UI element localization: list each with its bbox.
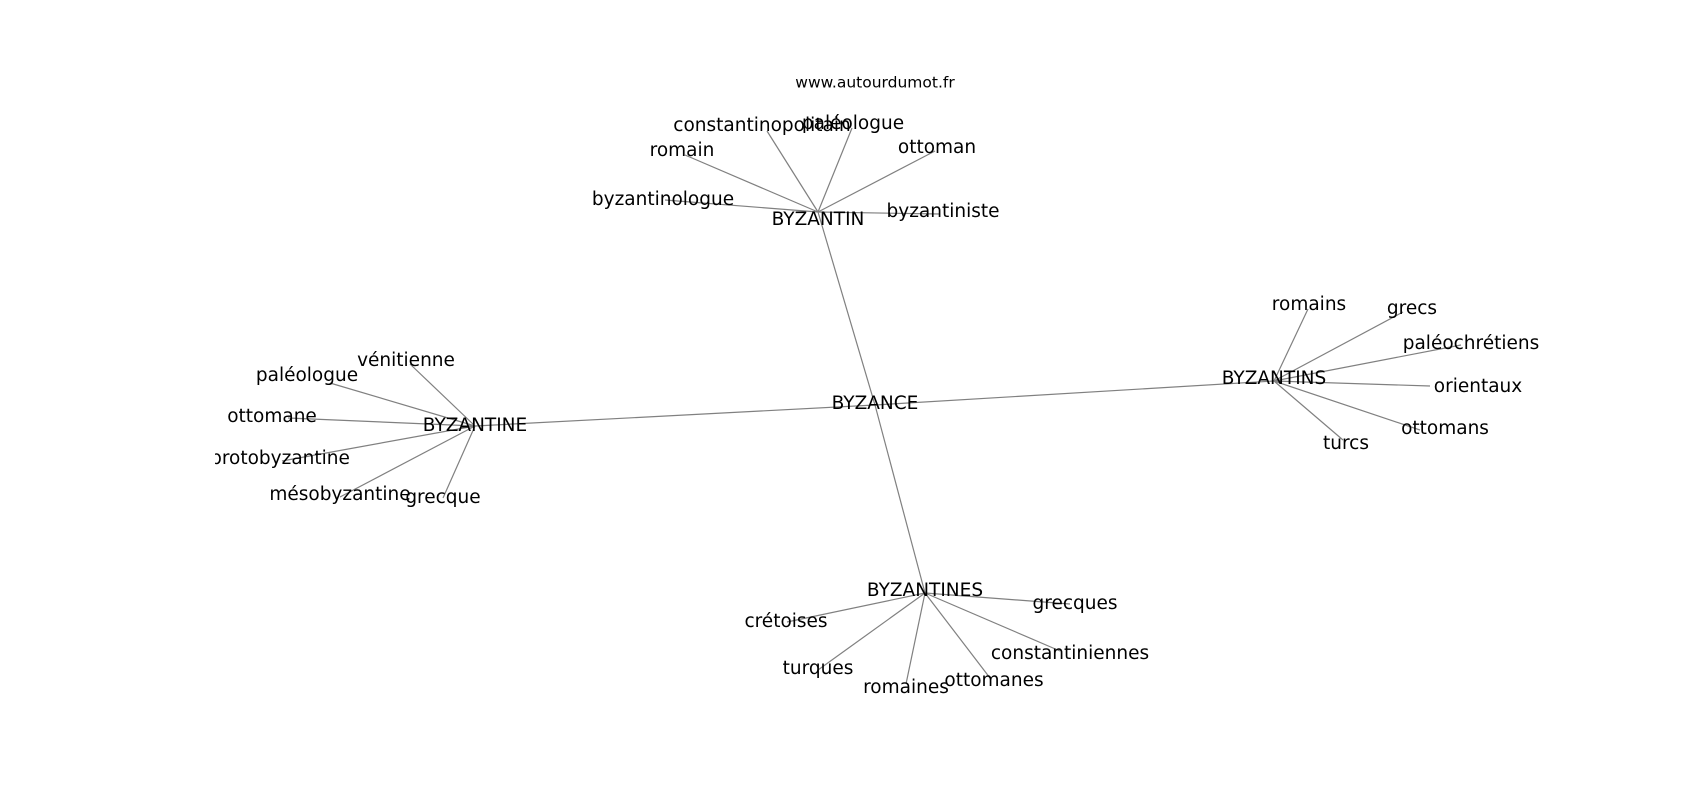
edge-center-3 bbox=[874, 404, 926, 594]
edge-byzantines-22 bbox=[786, 592, 926, 623]
edge-center-1 bbox=[474, 404, 876, 427]
word-byzantine-grecque: grecque bbox=[405, 487, 480, 508]
word-byzantin-romain: romain bbox=[650, 140, 715, 161]
hub-byzantine: BYZANTINE bbox=[423, 415, 527, 436]
edge-byzantin-6 bbox=[684, 154, 819, 213]
edge-byzantin-7 bbox=[817, 150, 936, 213]
edge-byzantin-4 bbox=[766, 130, 819, 213]
edge-byzantins-17 bbox=[1273, 311, 1404, 382]
edge-byzantin-9 bbox=[817, 211, 941, 215]
edge-byzantines-25 bbox=[924, 592, 1061, 652]
edge-byzantine-14 bbox=[339, 425, 476, 498]
word-byzantin-byzantinologue: byzantinologue bbox=[592, 189, 734, 210]
word-byzantins-turcs: turcs bbox=[1323, 433, 1369, 454]
edge-byzantines-23 bbox=[924, 592, 1071, 605]
word-byzantin-paleologue: paléologue bbox=[802, 113, 904, 134]
word-byzantine-mesobyzantine: mésobyzantine bbox=[269, 484, 410, 505]
edge-byzantins-19 bbox=[1273, 380, 1431, 387]
edge-byzantins-16 bbox=[1273, 308, 1309, 382]
word-byzantins-orientaux: orientaux bbox=[1434, 376, 1522, 397]
word-byzantines-grecques: grecques bbox=[1033, 593, 1118, 614]
word-byzantines-cretoises: crétoises bbox=[744, 611, 827, 632]
hub-byzantines: BYZANTINES bbox=[867, 580, 983, 601]
edge-byzantines-24 bbox=[817, 592, 926, 671]
word-byzantins-romains: romains bbox=[1272, 294, 1346, 315]
word-byzantin-constantinopolitain: constantinopolitain bbox=[673, 115, 850, 136]
edge-byzantine-10 bbox=[409, 363, 476, 427]
word-byzantins-paleochretiens: paléochrétiens bbox=[1403, 333, 1540, 354]
edge-byzantine-11 bbox=[329, 382, 476, 427]
word-byzantine-venitienne: vénitienne bbox=[357, 350, 455, 371]
hub-byzantin: BYZANTIN bbox=[772, 209, 865, 230]
edge-center-2 bbox=[874, 380, 1275, 406]
edge-byzantines-26 bbox=[905, 592, 926, 685]
word-byzantines-romaines: romaines bbox=[863, 677, 949, 698]
center-node: BYZANCE bbox=[832, 393, 919, 414]
word-byzantines-turques: turques bbox=[783, 658, 854, 679]
edge-center-0 bbox=[817, 211, 876, 406]
edge-byzantins-18 bbox=[1273, 344, 1462, 382]
word-byzantine-paleologue: paléologue bbox=[256, 365, 358, 386]
edge-byzantins-21 bbox=[1273, 380, 1344, 441]
edges bbox=[281, 127, 1462, 685]
edge-byzantine-12 bbox=[287, 417, 476, 427]
word-byzantine-protobyzantine: protobyzantine bbox=[210, 448, 350, 469]
word-byzantines-ottomanes: ottomanes bbox=[944, 670, 1043, 691]
word-byzantin-byzantiniste: byzantiniste bbox=[887, 201, 1000, 222]
edge-byzantine-15 bbox=[442, 425, 476, 499]
word-byzantine-ottomane: ottomane bbox=[227, 406, 317, 427]
node-labels: BYZANCE BYZANTIN constantinopolitain pal… bbox=[210, 113, 1540, 698]
edge-byzantines-27 bbox=[924, 592, 991, 679]
word-byzantins-ottomans: ottomans bbox=[1401, 418, 1489, 439]
edge-byzantine-13 bbox=[281, 425, 476, 462]
hub-byzantins: BYZANTINS bbox=[1222, 368, 1327, 389]
edge-byzantin-5 bbox=[817, 127, 853, 213]
edge-byzantin-8 bbox=[664, 199, 819, 213]
source-label: www.autourdumot.fr bbox=[795, 74, 955, 92]
word-byzantines-constantiniennes: constantiniennes bbox=[991, 643, 1149, 664]
word-byzantin-ottoman: ottoman bbox=[898, 137, 976, 158]
word-byzantins-grecs: grecs bbox=[1387, 298, 1437, 319]
edge-byzantins-20 bbox=[1273, 380, 1421, 431]
